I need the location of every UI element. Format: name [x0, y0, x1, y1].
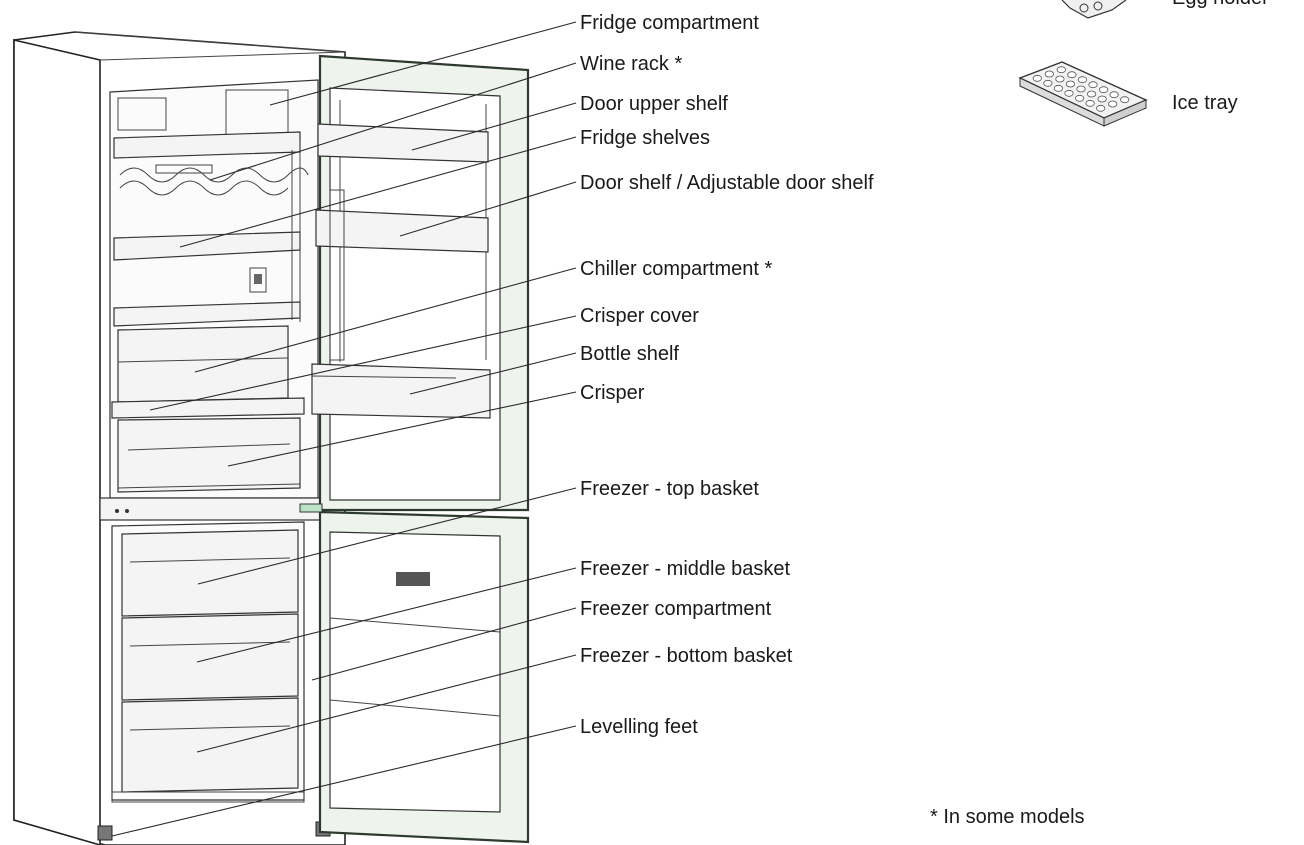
- ice-cube-cell: [1099, 86, 1109, 94]
- ice-cube-cell: [1056, 66, 1066, 74]
- leader-levelling-feet: [111, 725, 577, 837]
- ice-cube-cell: [1043, 79, 1053, 87]
- freezer-door: [299, 503, 530, 844]
- label-chiller-compartment: Chiller compartment *: [580, 258, 773, 280]
- leader-fridge-compartment: [269, 21, 577, 106]
- egg-holder-icon: [1061, 0, 1127, 19]
- accessories: Egg holder Ice tray: [1018, 0, 1269, 127]
- ice-tray-label: Ice tray: [1172, 92, 1238, 114]
- label-freezer-compartment: Freezer compartment: [580, 598, 772, 620]
- ice-cube-cell: [1077, 76, 1088, 84]
- part-labels: Fridge compartment Wine rack * Door uppe…: [580, 12, 874, 738]
- label-fridge-shelves: Fridge shelves: [580, 127, 710, 149]
- ice-cube-cell: [1044, 70, 1054, 78]
- label-door-shelf: Door shelf / Adjustable door shelf: [580, 172, 874, 194]
- refrigerator-diagram: [13, 31, 530, 845]
- ice-cube-cell: [1087, 90, 1097, 98]
- label-crisper-cover: Crisper cover: [580, 305, 699, 327]
- ice-tray-cells: [1032, 66, 1130, 112]
- ice-cube-cell: [1065, 80, 1076, 88]
- label-fridge-compartment: Fridge compartment: [580, 12, 759, 34]
- ice-cube-cell: [1064, 89, 1074, 97]
- ice-cube-cell: [1053, 84, 1064, 92]
- ice-cube-cell: [1076, 85, 1086, 93]
- leader-freezer-top-basket: [197, 487, 577, 585]
- leader-wine-rack: [209, 62, 577, 181]
- footnote: * In some models: [930, 806, 1085, 828]
- leader-door-upper-shelf: [411, 102, 577, 151]
- ice-cube-cell: [1108, 100, 1118, 108]
- leader-crisper-cover: [149, 315, 577, 411]
- label-levelling-feet: Levelling feet: [580, 716, 698, 738]
- leader-lines: [111, 21, 577, 837]
- ice-cube-cell: [1085, 99, 1095, 107]
- ice-cube-cell: [1067, 71, 1077, 79]
- ice-cube-cell: [1097, 95, 1107, 103]
- egg-holder-label: Egg holder: [1172, 0, 1269, 9]
- leader-freezer-middle-basket: [196, 567, 577, 663]
- leader-bottle-shelf: [409, 352, 577, 395]
- ice-cube-cell: [1096, 104, 1106, 112]
- ice-cube-cell: [1120, 96, 1130, 104]
- fridge-internals: [111, 89, 309, 493]
- leader-door-shelf: [399, 181, 577, 237]
- leader-chiller-compartment: [194, 267, 577, 373]
- label-crisper: Crisper: [580, 382, 645, 404]
- freezer-baskets: [111, 529, 305, 803]
- ice-cube-cell: [1075, 94, 1085, 102]
- leader-crisper: [227, 391, 577, 467]
- leader-freezer-compartment: [311, 607, 577, 681]
- label-door-upper-shelf: Door upper shelf: [580, 93, 728, 115]
- ice-cube-cell: [1088, 81, 1098, 89]
- ice-cube-cell: [1109, 91, 1119, 99]
- leader-freezer-bottom-basket: [196, 654, 577, 753]
- ice-cube-cell: [1032, 74, 1042, 82]
- label-bottle-shelf: Bottle shelf: [580, 343, 679, 365]
- ice-tray-icon: [1018, 61, 1148, 127]
- leader-fridge-shelves: [179, 136, 577, 248]
- label-freezer-top-basket: Freezer - top basket: [580, 478, 759, 500]
- label-freezer-middle-basket: Freezer - middle basket: [580, 558, 791, 580]
- label-wine-rack: Wine rack *: [580, 53, 682, 75]
- fridge-door: [311, 54, 530, 512]
- ice-cube-cell: [1055, 75, 1065, 83]
- label-freezer-bottom-basket: Freezer - bottom basket: [580, 645, 793, 667]
